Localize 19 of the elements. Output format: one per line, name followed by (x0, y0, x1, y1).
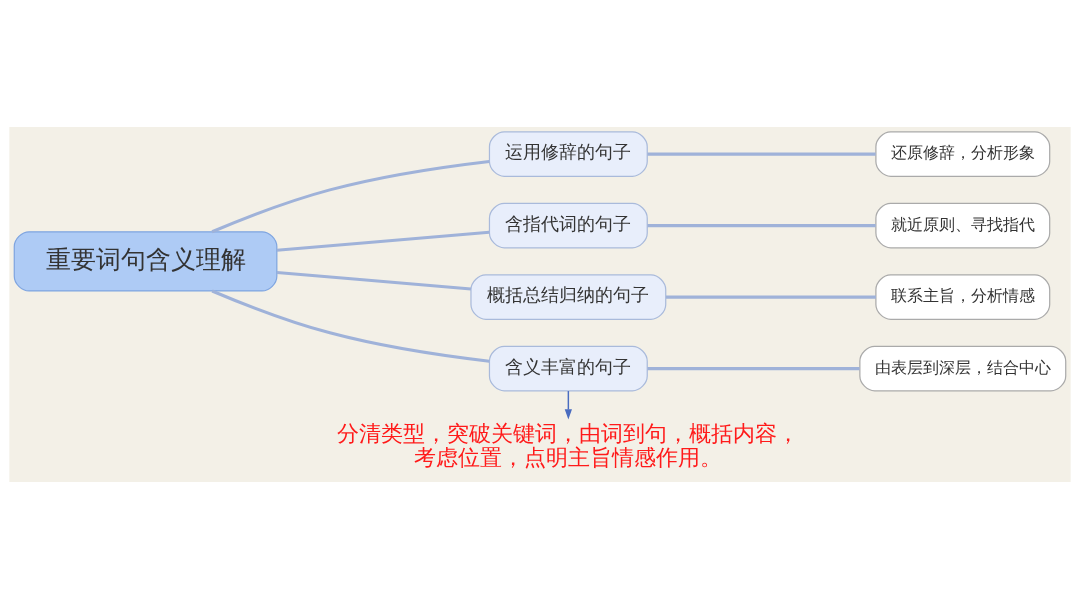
connector (666, 295, 876, 299)
connector (647, 152, 876, 156)
connector (647, 366, 860, 370)
node-box: 概括总结归纳的句子 (470, 273, 667, 320)
connector (276, 270, 472, 290)
node-box: 重要词句含义理解 (13, 230, 278, 292)
connector (211, 159, 490, 233)
node-box: 就近原则、寻找指代 (875, 202, 1051, 248)
node-box: 含义丰富的句子 (488, 345, 648, 391)
connector (647, 223, 876, 227)
connector (276, 230, 490, 252)
node-box: 联系主旨，分析情感 (875, 273, 1051, 320)
node-box: 由表层到深层，结合中心 (859, 345, 1067, 391)
connector (211, 289, 490, 363)
node-box: 含指代词的句子 (488, 202, 648, 248)
node-box: 还原修辞，分析形象 (875, 130, 1051, 177)
node-text: 分清类型，突破关键词，由词到句，概括内容，考虑位置，点明主旨情感作用。 (337, 419, 800, 470)
arrow (564, 389, 572, 420)
node-box: 运用修辞的句子 (488, 130, 648, 177)
